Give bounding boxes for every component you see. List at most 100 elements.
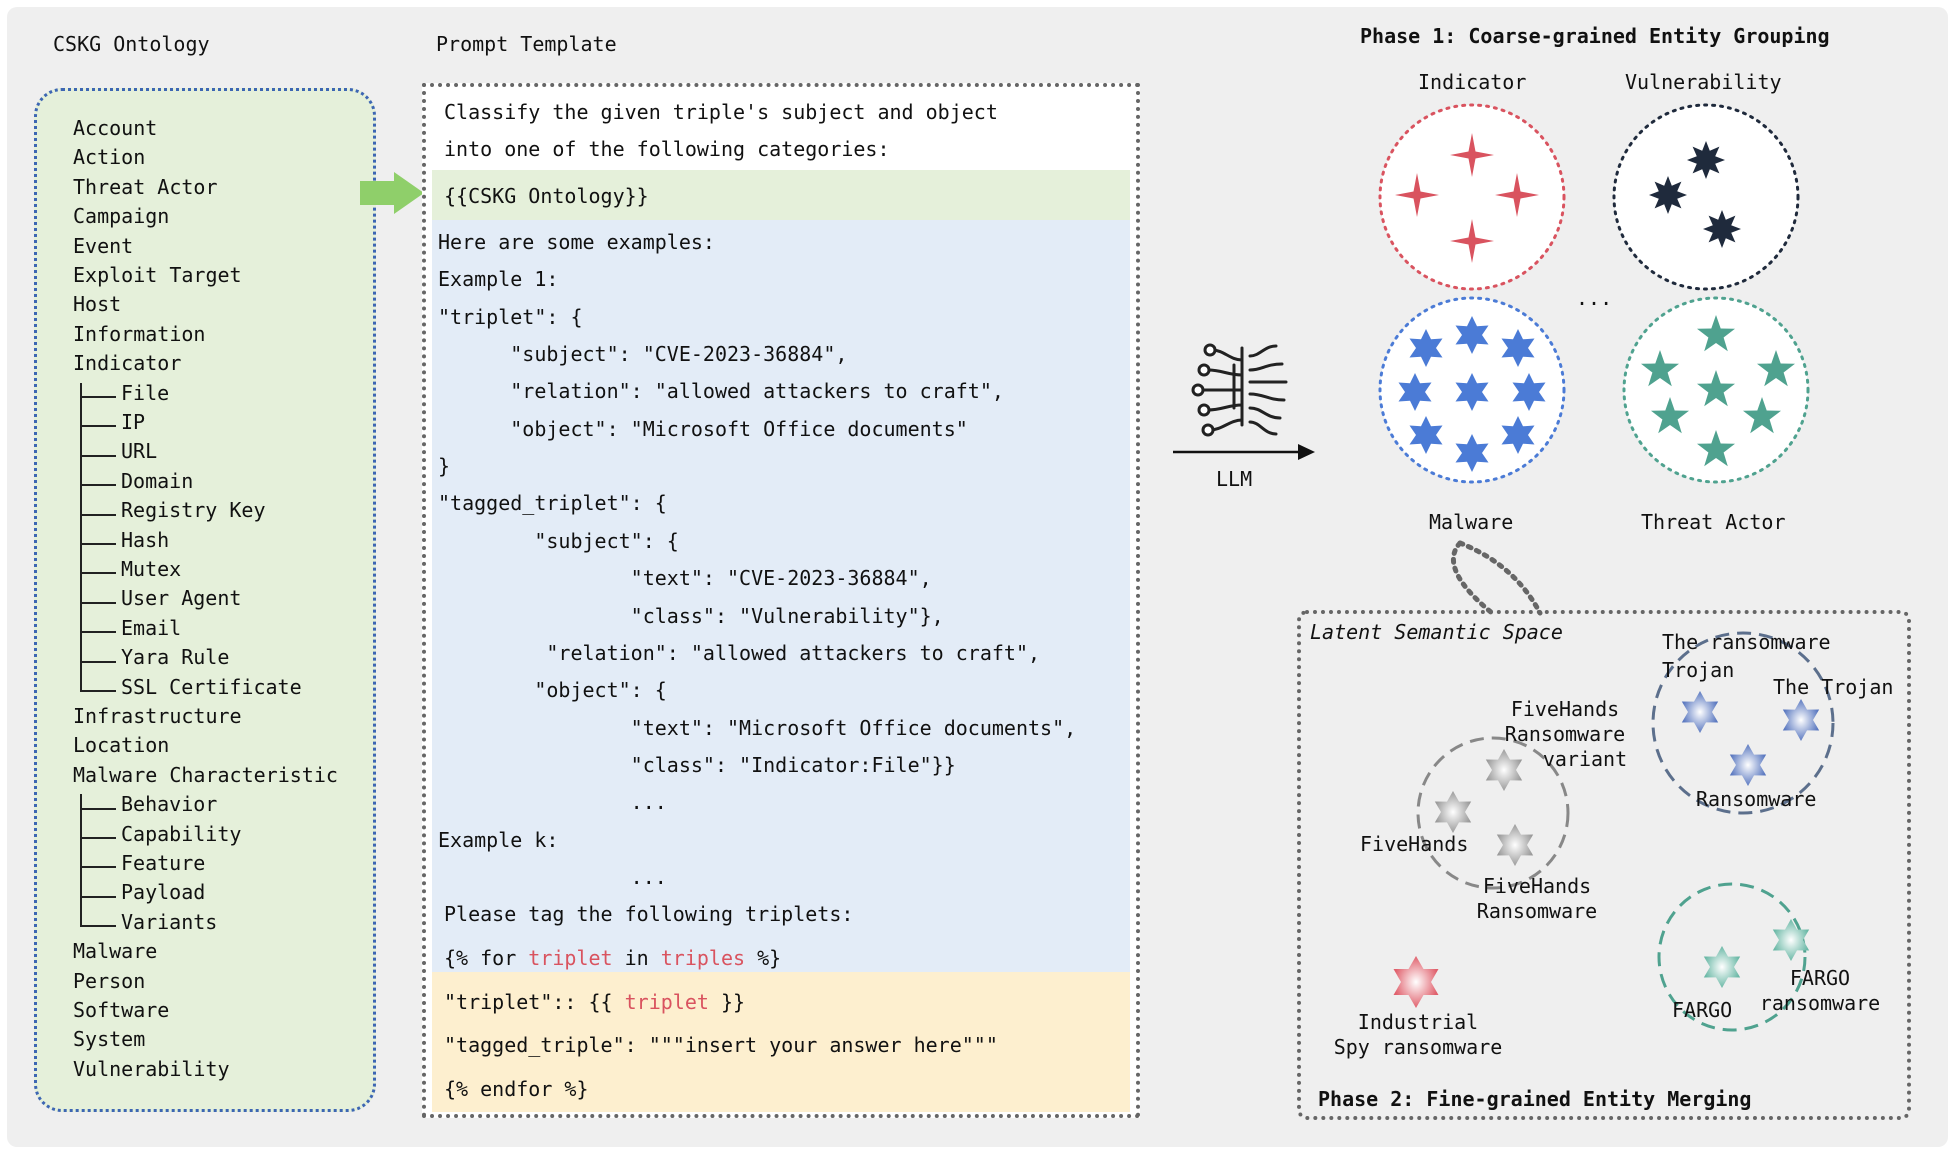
indicator-star-icon bbox=[1450, 219, 1494, 263]
prompt-template-panel: Classify the given triple's subject and … bbox=[422, 83, 1140, 1118]
intro-line-2: into one of the following categories: bbox=[444, 137, 890, 161]
threat-actor-star-icon bbox=[1651, 397, 1689, 434]
ontology-subitem: Feature bbox=[121, 851, 206, 875]
tree-connector-line bbox=[80, 807, 116, 810]
example-line: "relation": "allowed attackers to craft"… bbox=[438, 640, 1041, 665]
label-fivehands-ransomware: FiveHands Ransomware bbox=[1472, 874, 1602, 924]
llm-chip-icon bbox=[1191, 343, 1288, 437]
malware-star-icon bbox=[1512, 373, 1546, 411]
fargo-cluster-circle bbox=[1657, 882, 1807, 1032]
label-fivehands-variant: FiveHands Ransomware variant bbox=[1500, 697, 1630, 772]
ontology-panel bbox=[34, 88, 376, 1112]
group-label-threat-actor: Threat Actor bbox=[1641, 510, 1786, 534]
ontology-subitem: IP bbox=[121, 410, 146, 434]
example-line: } bbox=[438, 454, 451, 479]
malware-star-icon bbox=[1455, 316, 1489, 354]
ontology-item: Action bbox=[73, 145, 146, 170]
example-line: ... bbox=[438, 790, 667, 815]
llm-arrow-icon bbox=[1173, 444, 1315, 460]
ontology-item: Indicator bbox=[73, 351, 182, 376]
trojan-star-icon bbox=[1729, 744, 1767, 786]
label-ransomware: Ransomware bbox=[1696, 787, 1817, 811]
fivehands-star-icon bbox=[1496, 824, 1534, 866]
label-line: Industrial bbox=[1357, 1010, 1479, 1034]
phase2-title: Phase 2: Fine-grained Entity Merging bbox=[1318, 1087, 1752, 1111]
ontology-item: System bbox=[73, 1027, 146, 1052]
phase1-groups-graphic bbox=[1378, 103, 1810, 484]
vulnerability-star-icon bbox=[1649, 176, 1687, 214]
ontology-subitem: Variants bbox=[121, 909, 218, 934]
label-line: ransomware bbox=[1759, 991, 1881, 1015]
ontology-subitem: User Agent bbox=[121, 586, 242, 611]
task-tagged-line: "tagged_triple": """insert your answer h… bbox=[444, 1033, 998, 1057]
for-var: triplet bbox=[528, 946, 613, 970]
label-the-ransomware: The ransomware bbox=[1662, 630, 1831, 654]
fivehands-star-icon bbox=[1434, 791, 1472, 833]
ontology-item: Infrastructure bbox=[73, 704, 242, 728]
threat-actor-star-icon bbox=[1743, 397, 1781, 434]
tree-connector-line bbox=[80, 895, 116, 898]
phase2-clusters-graphic bbox=[1393, 631, 1835, 1032]
ontology-item: Host bbox=[73, 292, 122, 317]
tree-connector-line bbox=[80, 454, 116, 457]
label-the-trojan: The Trojan bbox=[1773, 675, 1894, 699]
tree-connector-line bbox=[80, 396, 116, 398]
label-trojan: Trojan bbox=[1662, 658, 1735, 682]
callout-connector bbox=[1451, 540, 1543, 616]
group-label-malware: Malware bbox=[1429, 510, 1514, 534]
indicator-star-icon bbox=[1395, 173, 1439, 217]
malware-star-icon bbox=[1455, 373, 1489, 411]
example-line: "class": "Vulnerability"}, bbox=[438, 603, 944, 628]
prompt-ontology-section bbox=[432, 170, 1130, 220]
phase1-title: Phase 1: Coarse-grained Entity Grouping bbox=[1360, 24, 1830, 48]
malware-star-icon bbox=[1501, 329, 1535, 367]
tree-branch-line bbox=[80, 794, 82, 926]
ontology-item: Campaign bbox=[73, 204, 170, 229]
ontology-subitem: Registry Key bbox=[121, 498, 266, 523]
industrial-spy-star-icon bbox=[1393, 956, 1439, 1008]
threat-actor-star-icon bbox=[1757, 350, 1795, 387]
indicator-star-icon bbox=[1495, 173, 1539, 217]
tree-connector-line bbox=[80, 690, 116, 692]
tree-connector-line bbox=[80, 572, 116, 575]
ontology-subitem: URL bbox=[121, 439, 158, 464]
task-for-line: {% for triplet in triples %} bbox=[444, 946, 781, 970]
tree-connector-line bbox=[80, 837, 116, 839]
indicator-star-icon bbox=[1450, 133, 1494, 177]
task-triplet-line: "triplet":: {{ triplet }} bbox=[444, 990, 745, 1014]
ontology-subitem: Behavior bbox=[121, 792, 218, 817]
fargo-star-icon bbox=[1772, 919, 1810, 961]
malware-star-icon bbox=[1455, 434, 1489, 472]
vulnerability-star-icon bbox=[1703, 210, 1741, 248]
tree-connector-line bbox=[80, 631, 116, 634]
ontology-item: Information bbox=[73, 321, 206, 346]
task-endfor-line: {% endfor %} bbox=[444, 1077, 589, 1101]
ontology-placeholder: {{CSKG Ontology}} bbox=[444, 184, 649, 208]
intro-line-1: Classify the given triple's subject and … bbox=[444, 100, 998, 124]
ontology-item: Malware Characteristic bbox=[73, 762, 338, 787]
ontology-subitem: Capability bbox=[121, 821, 242, 846]
example-line: "text": "CVE-2023-36884", bbox=[438, 566, 932, 591]
ontology-subitem: Hash bbox=[121, 527, 170, 552]
for-collection: triples bbox=[660, 946, 746, 970]
example-line: "text": "Microsoft Office documents", bbox=[438, 715, 1077, 740]
latent-semantic-space-panel bbox=[1297, 610, 1911, 1120]
triplet-prefix: "triplet":: {{ bbox=[444, 990, 625, 1014]
threat-actor-star-icon bbox=[1697, 370, 1735, 407]
example-line: Example k: bbox=[438, 827, 559, 852]
tree-branch-line bbox=[80, 382, 82, 690]
prompt-title: Prompt Template bbox=[436, 32, 617, 56]
for-close: %} bbox=[745, 946, 782, 970]
tree-connector-line bbox=[80, 543, 116, 545]
task-line-1: Please tag the following triplets: bbox=[444, 902, 854, 926]
label-line: variant bbox=[1542, 747, 1628, 771]
example-line: "class": "Indicator:File"}} bbox=[438, 752, 956, 777]
tree-connector-line bbox=[80, 425, 116, 428]
label-line: Ransomware bbox=[1476, 899, 1598, 923]
group-label-indicator: Indicator bbox=[1418, 70, 1527, 94]
tree-connector-line bbox=[80, 925, 116, 928]
example-line: "subject": "CVE-2023-36884", bbox=[438, 342, 848, 367]
label-fivehands: FiveHands bbox=[1360, 832, 1469, 856]
label-line: FiveHands bbox=[1510, 697, 1620, 721]
malware-star-icon bbox=[1409, 329, 1443, 367]
